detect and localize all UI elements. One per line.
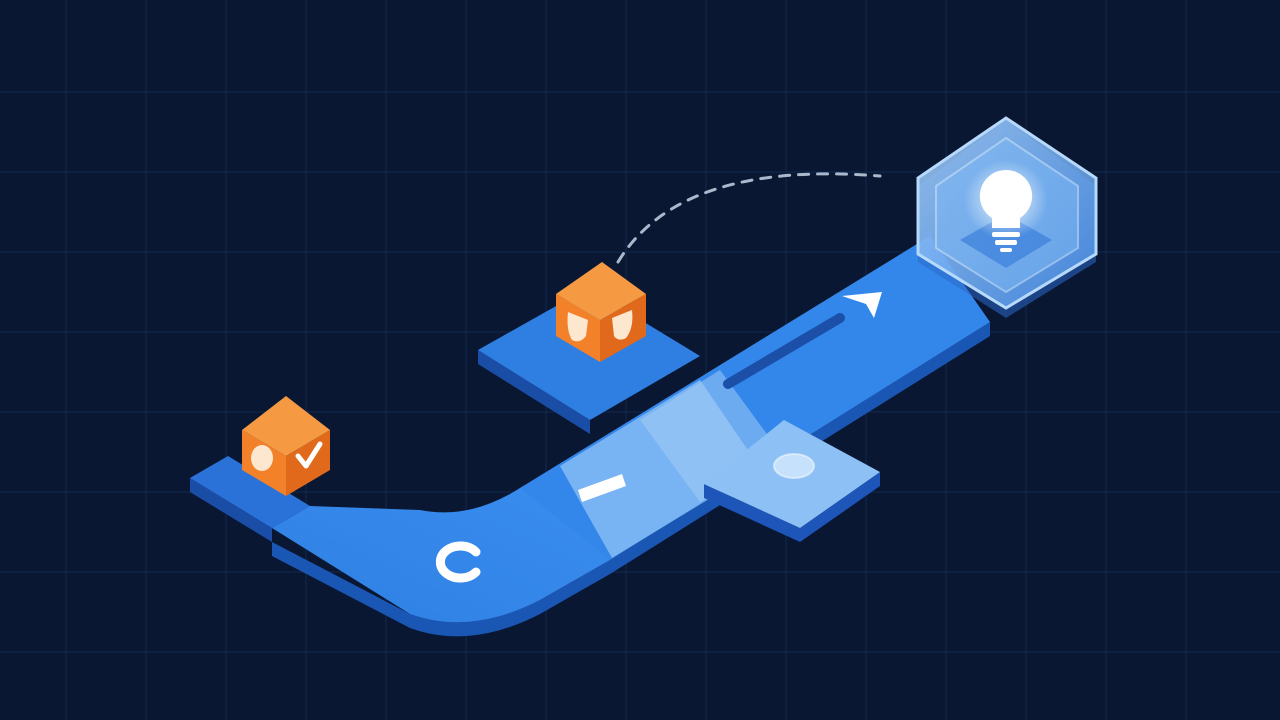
lightbulb-icon [979,169,1033,252]
checkmark-icon [295,441,323,469]
minus-icon [578,474,626,502]
shield-icon [567,312,588,342]
orange-cube-shield [556,262,646,362]
glass-hexagon [916,116,1098,318]
progress-line [723,313,845,389]
orange-cube-check [242,396,330,496]
curved-track [272,466,610,637]
shield-icon [612,310,633,340]
circle-icon [251,445,273,471]
arrow-icon [842,292,882,318]
dot-icon [773,453,815,479]
start-tile [190,456,310,542]
refresh-icon [435,541,481,583]
dashed-connector [616,172,882,264]
